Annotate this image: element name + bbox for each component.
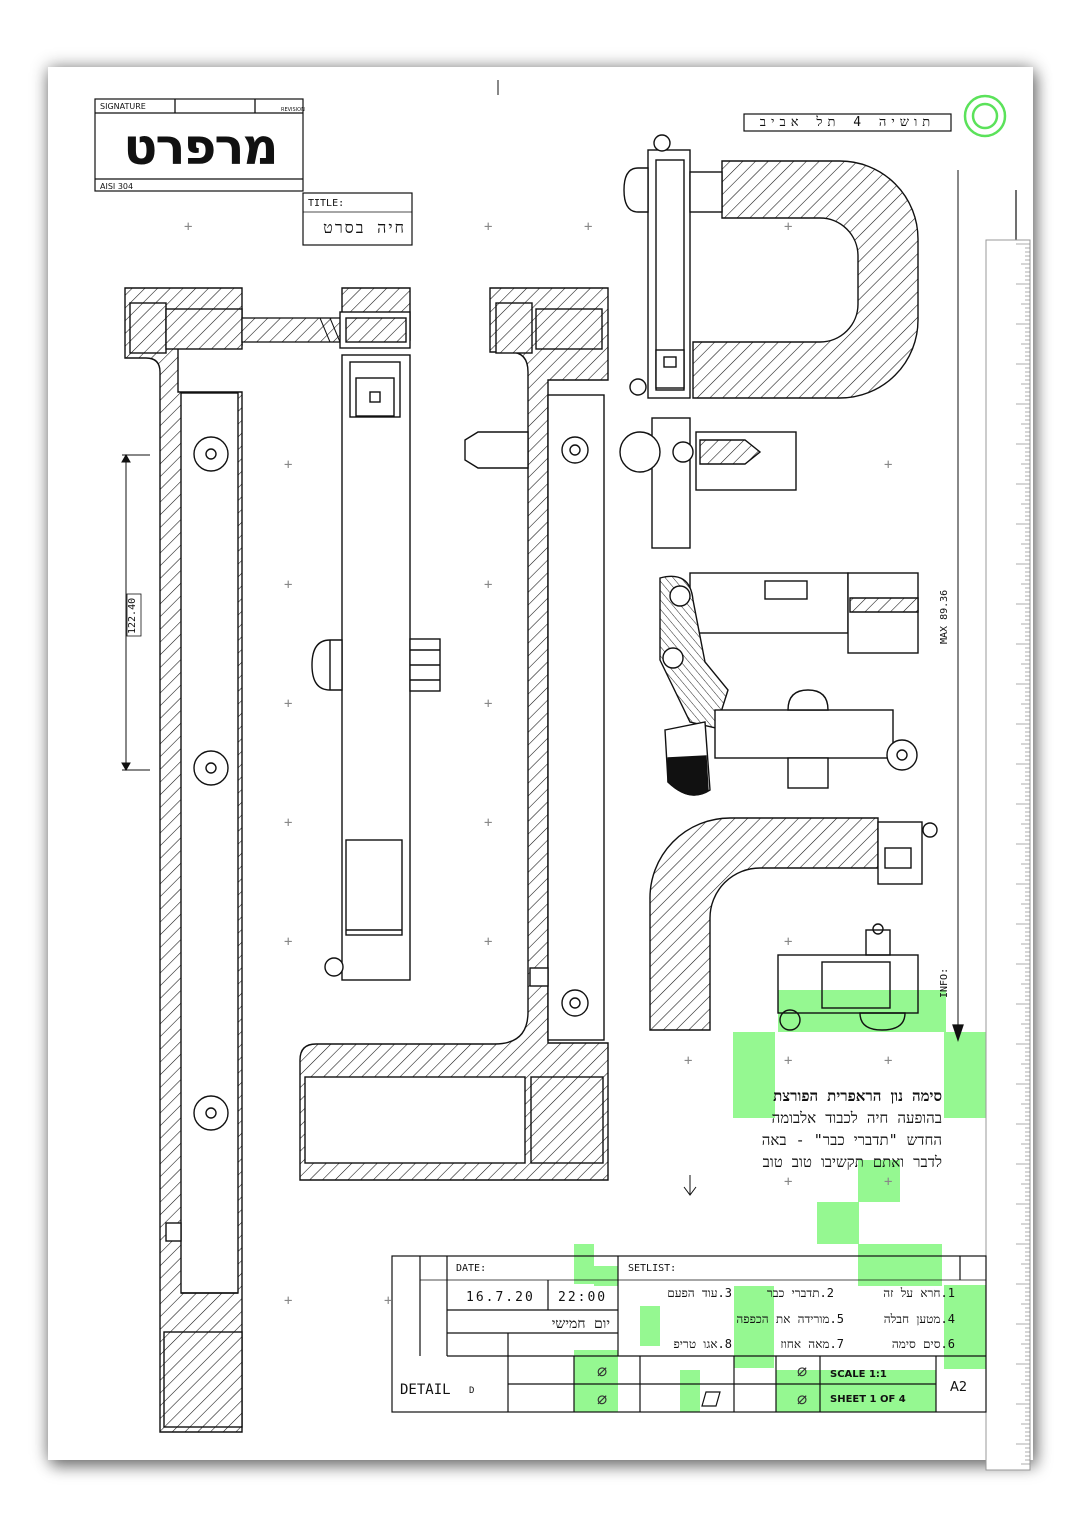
signature-label: SIGNATURE <box>100 102 146 111</box>
date-label: DATE: <box>456 1263 487 1274</box>
setlist-item: 7.מאה אחוז <box>780 1337 844 1351</box>
description-line-2: בהופעה חיה לכבוד אלבומה <box>771 1109 942 1127</box>
paper-size: A2 <box>950 1380 968 1395</box>
day-value: יום חמישי <box>551 1316 610 1332</box>
setlist-label: SETLIST: <box>628 1263 677 1274</box>
date-value: 16.7.20 <box>466 1290 535 1305</box>
description-line-4: לדבר ואתם תקשיבו טוב טוב <box>762 1153 942 1171</box>
setlist-item: 1.חרא על זה <box>883 1286 955 1300</box>
phi-symbol: ⌀ <box>597 1361 608 1381</box>
setlist-item: 4.מטען חבלה <box>883 1312 955 1326</box>
description-line-1: סימה נון הראפרית הפורצת <box>773 1087 942 1105</box>
phi-symbol: ⌀ <box>797 1361 808 1381</box>
description: סימה נון הראפרית הפורצת בהופעה חיה לכבוד… <box>690 1085 942 1173</box>
scale-label: SCALE 1:1 <box>830 1369 887 1380</box>
address: תושיה 4 תל אביב <box>759 115 936 130</box>
detail-letter: D <box>469 1386 475 1396</box>
setlist-item: 6.סים סימה <box>891 1337 955 1351</box>
setlist-item: 5.מורידה את הכפפה <box>736 1312 844 1326</box>
time-value: 22:00 <box>558 1290 608 1305</box>
dimension-left: 122.40 <box>127 597 138 634</box>
detail-label: DETAIL <box>400 1382 451 1398</box>
description-line-3: החדש "תדברי כבר" - באה <box>761 1131 942 1149</box>
setlist-item: 2.תדברי כבר <box>766 1286 834 1300</box>
revision-label: REVISION <box>281 107 305 113</box>
setlist-item: 8.אגו טריפ <box>673 1337 732 1351</box>
sheet-label: SHEET 1 OF 4 <box>830 1394 906 1405</box>
logo: מרפרט <box>123 118 278 176</box>
setlist-item: 3.עוד הפעם <box>667 1286 732 1300</box>
title-label: TITLE: <box>308 198 345 209</box>
material-label: AISI 304 <box>100 182 134 191</box>
phi-symbol: ⌀ <box>597 1389 608 1409</box>
dimension-max: MAX 89.36 <box>939 589 950 644</box>
phi-symbol: ⌀ <box>797 1389 808 1409</box>
info-label: INFO: <box>939 967 950 998</box>
title-value: חיה בסרט <box>323 218 406 237</box>
